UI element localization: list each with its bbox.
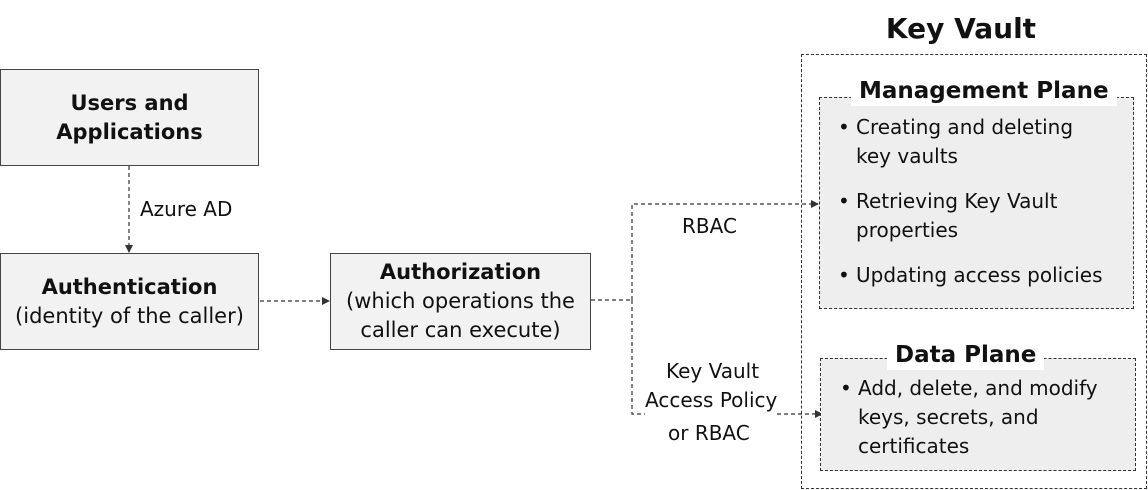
- authorization-subtitle-line1: (which operations the: [346, 289, 575, 313]
- access-policy-label-line2: Access Policy: [645, 386, 778, 415]
- authentication-subtitle: (identity of the caller): [15, 303, 244, 328]
- management-item-retrieve-properties: Retrieving Key Vault properties: [836, 187, 1126, 245]
- authentication-box: Authentication (identity of the caller): [0, 253, 259, 350]
- users-applications-line1: Users and: [70, 90, 189, 115]
- management-item-update-policies: Updating access policies: [836, 261, 1126, 290]
- edge-to-management-plane: [631, 200, 819, 300]
- authentication-title: Authentication: [41, 274, 218, 299]
- authorization-title: Authorization: [379, 260, 542, 284]
- data-plane-list: Add, delete, and modify keys, secrets, a…: [838, 374, 1130, 477]
- management-item-create-delete: Creating and deleting key vaults: [836, 113, 1126, 171]
- management-plane-title: Management Plane: [851, 76, 1117, 106]
- users-applications-box: Users and Applications: [0, 69, 259, 166]
- azure-ad-label: Azure AD: [140, 197, 233, 221]
- authorization-subtitle-line2: caller can execute): [360, 318, 561, 342]
- users-applications-line2: Applications: [56, 119, 203, 144]
- data-plane-title: Data Plane: [887, 340, 1045, 370]
- data-item-add-delete-modify: Add, delete, and modify keys, secrets, a…: [838, 374, 1130, 461]
- management-plane-list: Creating and deleting key vaults Retriev…: [836, 113, 1126, 306]
- rbac-label: RBAC: [682, 214, 737, 238]
- key-vault-container: [801, 54, 1147, 489]
- authorization-box: Authorization (which operations the call…: [330, 253, 591, 350]
- access-policy-label-line1: Key Vault: [666, 359, 760, 383]
- access-policy-label-line3: or RBAC: [668, 421, 750, 445]
- key-vault-title: Key Vault: [885, 12, 1037, 45]
